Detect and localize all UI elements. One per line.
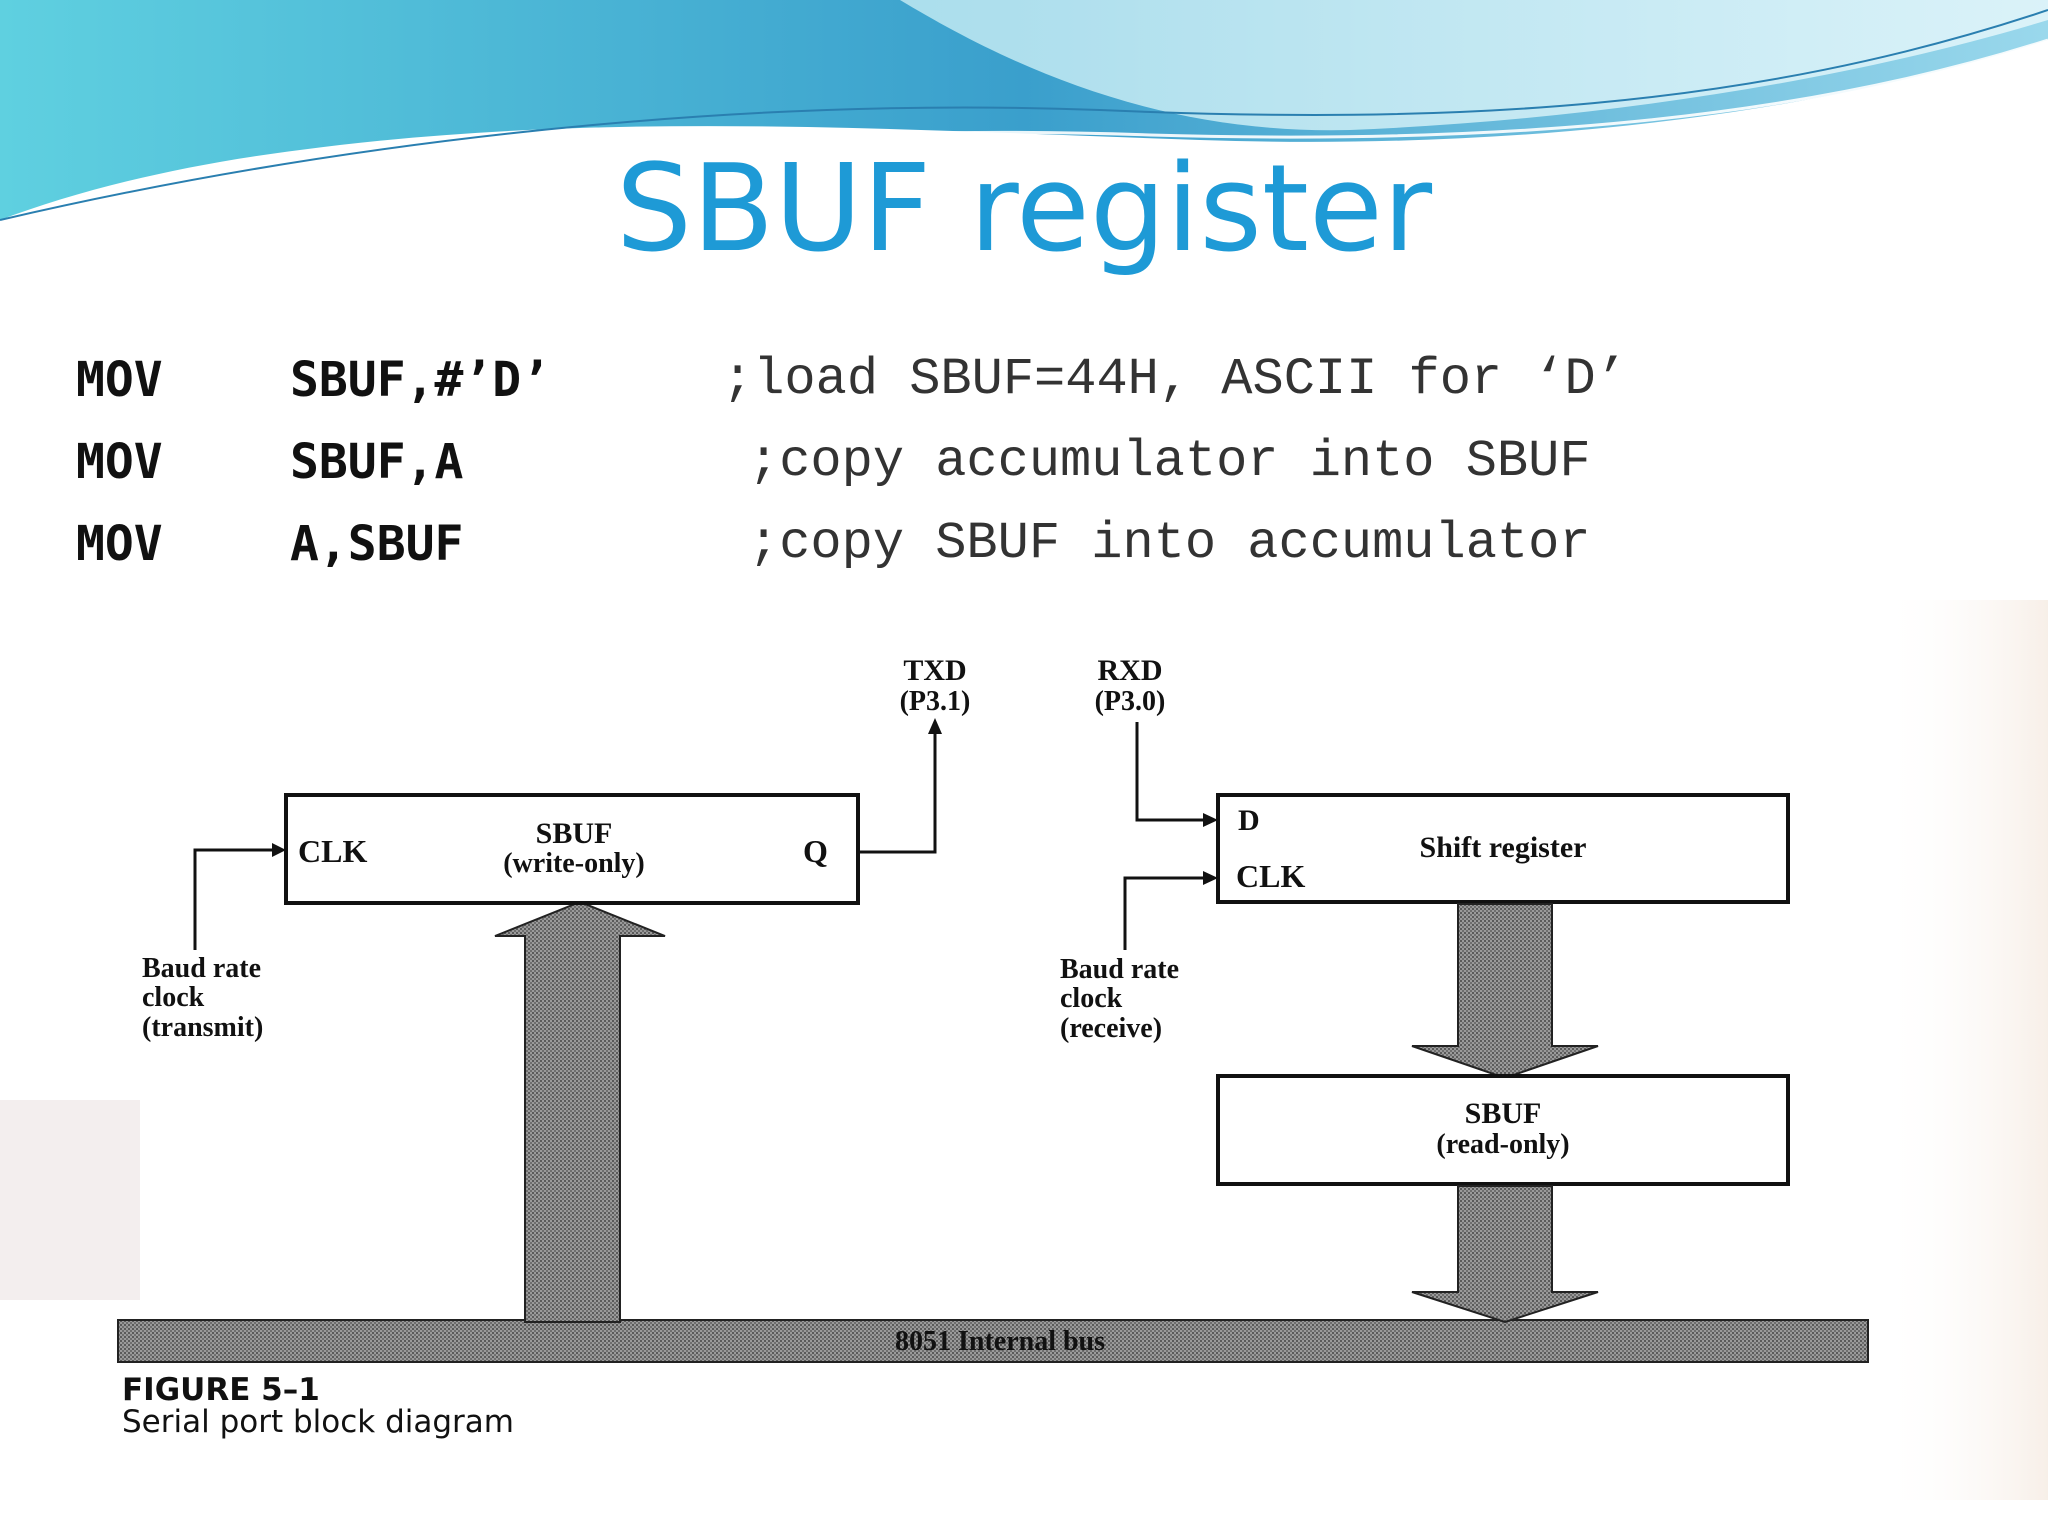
code-comment: ;copy SBUF into accumulator bbox=[748, 514, 1591, 573]
shift-reg-clk-label: CLK bbox=[1236, 858, 1305, 894]
sbuf-tx-mode: (write-only) bbox=[503, 848, 645, 879]
code-operands: SBUF,#’D’ bbox=[290, 352, 551, 408]
header-wave-decoration bbox=[0, 0, 2048, 232]
sbuf-write-only-box bbox=[284, 793, 860, 905]
txd-arrowhead bbox=[928, 718, 942, 734]
baud-tx-arrowhead bbox=[272, 843, 286, 857]
shift-reg-d-label: D bbox=[1238, 804, 1260, 837]
figure-panel bbox=[410, 655, 1880, 1435]
code-mnemonic: MOV bbox=[76, 434, 163, 490]
rxd-to-d-line bbox=[1135, 722, 1205, 822]
baud-rx-line-3: (receive) bbox=[1060, 1013, 1162, 1044]
bus-label: 8051 Internal bus bbox=[895, 1326, 1105, 1357]
code-line-1: MOV SBUF,#’D’ ;load SBUF=44H, ASCII for … bbox=[0, 350, 2048, 410]
code-line-2: MOV SBUF,A ;copy accumulator into SBUF bbox=[0, 432, 2048, 492]
sbuf-tx-clk-label: CLK bbox=[298, 833, 367, 869]
baud-rx-arrowhead bbox=[1203, 871, 1218, 885]
rxd-label: RXD bbox=[1098, 654, 1163, 687]
code-line-3: MOV A,SBUF ;copy SBUF into accumulator bbox=[0, 514, 2048, 574]
txd-pin-label: (P3.1) bbox=[900, 686, 971, 717]
baud-rx-line-2: clock bbox=[1060, 983, 1123, 1014]
code-operands: A,SBUF bbox=[290, 516, 464, 572]
sbuf-rx-name: SBUF bbox=[1465, 1097, 1542, 1130]
sbuf-tx-name: SBUF bbox=[536, 817, 613, 850]
baud-rx-line-1: Baud rate bbox=[1060, 954, 1179, 985]
txd-label: TXD bbox=[903, 654, 966, 687]
baud-tx-line-1: Baud rate bbox=[142, 953, 261, 984]
sbuf-tx-q-label: Q bbox=[803, 833, 828, 869]
q-to-txd-line bbox=[858, 730, 937, 854]
code-operands: SBUF,A bbox=[290, 434, 464, 490]
slide-title: SBUF register bbox=[615, 140, 1433, 279]
figure-number: FIGURE 5–1 bbox=[122, 1372, 320, 1408]
internal-bus bbox=[117, 1319, 1869, 1363]
shift-to-sbuf-arrow bbox=[1411, 903, 1599, 1080]
code-comment: ;copy accumulator into SBUF bbox=[748, 432, 1591, 491]
figure-caption: Serial port block diagram bbox=[122, 1404, 514, 1440]
shift-register-box bbox=[1216, 793, 1790, 904]
baud-tx-line-3: (transmit) bbox=[142, 1012, 263, 1043]
rxd-arrowhead bbox=[1203, 813, 1218, 827]
sbuf-rx-mode: (read-only) bbox=[1436, 1129, 1569, 1160]
shift-reg-name: Shift register bbox=[1420, 831, 1587, 864]
code-mnemonic: MOV bbox=[76, 516, 163, 572]
bus-to-sbuf-arrow bbox=[494, 900, 666, 1323]
baud-tx-clock-line bbox=[193, 848, 275, 950]
sbuf-read-only-box bbox=[1216, 1074, 1790, 1186]
sbuf-to-bus-arrow bbox=[1411, 1185, 1599, 1324]
code-mnemonic: MOV bbox=[76, 352, 163, 408]
baud-rx-clock-line bbox=[1123, 876, 1205, 950]
code-comment: ;load SBUF=44H, ASCII for ‘D’ bbox=[722, 350, 1627, 409]
baud-tx-line-2: clock bbox=[142, 982, 205, 1013]
rxd-pin-label: (P3.0) bbox=[1095, 686, 1166, 717]
